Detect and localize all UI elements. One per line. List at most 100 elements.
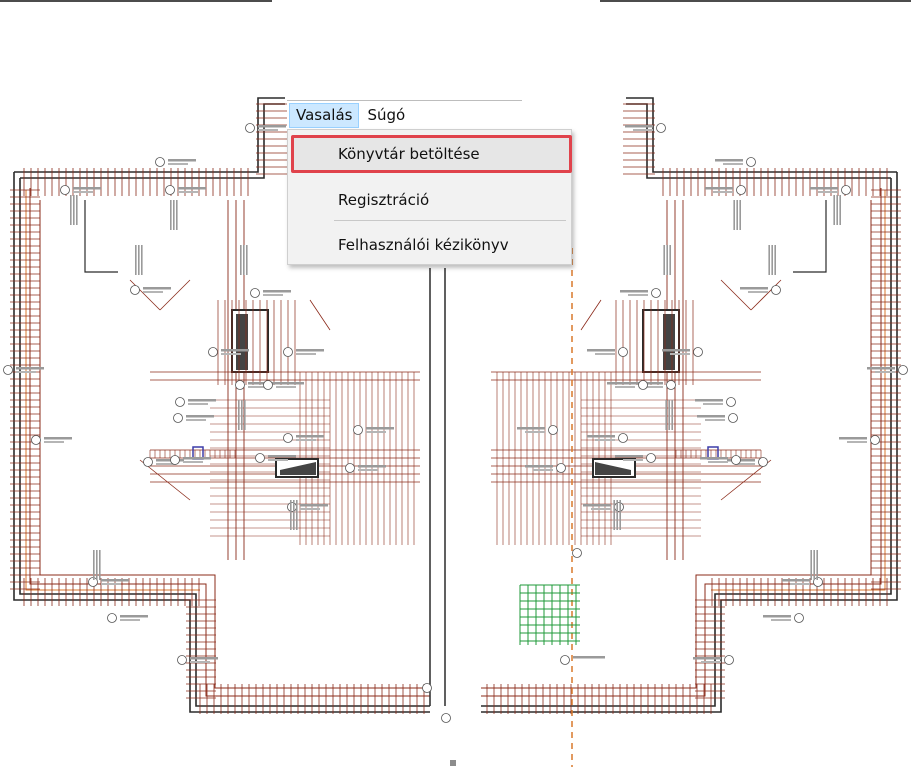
menu-item-felhasznaloi-kezikonyv[interactable]: Felhasználói kézikönyv (338, 236, 509, 254)
annotation-label-bar (665, 400, 667, 430)
menu-item-regisztracio[interactable]: Regisztráció (338, 191, 430, 209)
center-elements (422, 248, 605, 767)
annotation-marker (165, 185, 175, 195)
annotation-marker (263, 380, 273, 390)
annotation-label-bar (839, 437, 867, 440)
annotation-marker (731, 455, 741, 465)
annotation-label-bar (697, 415, 725, 418)
annotation-label-bar (300, 508, 320, 510)
annotation-label-bar (635, 382, 663, 385)
annotation-label-bar (190, 661, 210, 663)
annotation-label-bar (296, 353, 316, 355)
annotation-label-bar (70, 195, 72, 225)
annotation-label-bar (662, 349, 690, 352)
annotation-marker (693, 347, 703, 357)
annotation-marker (441, 713, 451, 723)
annotation-label-bar (290, 500, 292, 530)
floor-plan-left (3, 97, 430, 714)
annotation-label-bar (623, 459, 643, 461)
annotation-label-bar (739, 200, 741, 230)
annotation-marker (130, 285, 140, 295)
annotation-marker (841, 185, 851, 195)
annotation-label-bar (525, 465, 553, 468)
annotation-marker (724, 655, 734, 665)
beam-fill (595, 462, 631, 475)
annotation-label-bar (358, 465, 386, 468)
annotation-marker (353, 425, 363, 435)
annotation-marker (870, 435, 880, 445)
annotation-label-bar (268, 459, 288, 461)
annotation-label-bar (595, 439, 615, 441)
rebar-line (309, 299, 331, 331)
annotation-label-bar (101, 583, 121, 585)
annotation-label-bar (619, 500, 621, 530)
annotation-label-bar (875, 371, 895, 373)
annotation-label-bar (16, 371, 36, 373)
wall-line (793, 200, 827, 273)
annotation-label-bar (221, 353, 241, 355)
annotation-label-bar (771, 619, 791, 621)
menu-sugo[interactable]: Súgó (367, 106, 406, 124)
annotation-marker (177, 655, 187, 665)
annotation-marker (245, 123, 255, 133)
menu-item-konyvtar-betoltese[interactable]: Könyvtár betöltése (291, 135, 572, 173)
annotation-label-bar (183, 457, 211, 460)
annotation-marker (666, 380, 676, 390)
vasalas-dropdown-menu: Könyvtár betöltése Regisztráció Felhaszn… (287, 129, 572, 265)
wall-line (14, 97, 285, 173)
annotation-marker (614, 502, 624, 512)
annotation-label-bar (615, 386, 635, 388)
menu-separator (334, 220, 566, 221)
annotation-marker (422, 683, 432, 693)
menu-vasalas[interactable]: Vasalás (289, 103, 360, 128)
annotation-label-bar (671, 400, 673, 430)
annotation-label-bar (296, 349, 324, 352)
annotation-label-bar (633, 129, 653, 131)
annotation-label-bar (615, 455, 643, 458)
annotation-marker (3, 365, 13, 375)
annotation-marker (771, 285, 781, 295)
wall-line (481, 188, 882, 697)
annotation-marker (728, 413, 738, 423)
annotation-label-bar (248, 382, 276, 385)
annotation-marker (898, 365, 908, 375)
annotation-label-bar (276, 382, 304, 385)
annotation-label-bar (296, 500, 298, 530)
annotation-label-bar (703, 403, 723, 405)
menu-bar: Vasalás Súgó (287, 100, 522, 130)
annotation-label-bar (668, 400, 670, 430)
rebar-line (129, 279, 161, 311)
annotation-label-bar (248, 386, 268, 388)
annotation-label-bar (246, 245, 248, 275)
annotation-label-bar (736, 200, 738, 230)
annotation-marker (170, 455, 180, 465)
annotation-label-bar (670, 353, 690, 355)
annotation-label-bar (625, 125, 653, 128)
orange-line (711, 190, 886, 591)
annotation-label-bar (763, 615, 791, 618)
annotation-label-bar (101, 579, 129, 582)
annotation-label-bar (93, 550, 95, 580)
annotation-marker (758, 457, 768, 467)
annotation-label-bar (366, 431, 386, 433)
annotation-label-bar (669, 245, 671, 275)
annotation-label-bar (244, 400, 246, 430)
annotation-marker (651, 288, 661, 298)
annotation-marker (560, 655, 570, 665)
annotation-label-bar (525, 431, 545, 433)
annotation-label-bar (358, 469, 378, 471)
annotation-label-bar (810, 187, 838, 190)
wall-line (20, 103, 285, 179)
wall-line (626, 97, 897, 173)
annotation-label-bar (713, 191, 733, 193)
annotation-label-bar (143, 287, 171, 290)
annotation-label-bar (816, 550, 818, 580)
annotation-label-bar (238, 400, 240, 430)
annotation-label-bar (715, 159, 743, 162)
annotation-label-bar (258, 125, 286, 128)
annotation-label-bar (818, 191, 838, 193)
annotation-label-bar (96, 550, 98, 580)
floor-plan-right (481, 97, 908, 714)
rebar-line (580, 299, 602, 331)
rebar-line (720, 279, 752, 311)
